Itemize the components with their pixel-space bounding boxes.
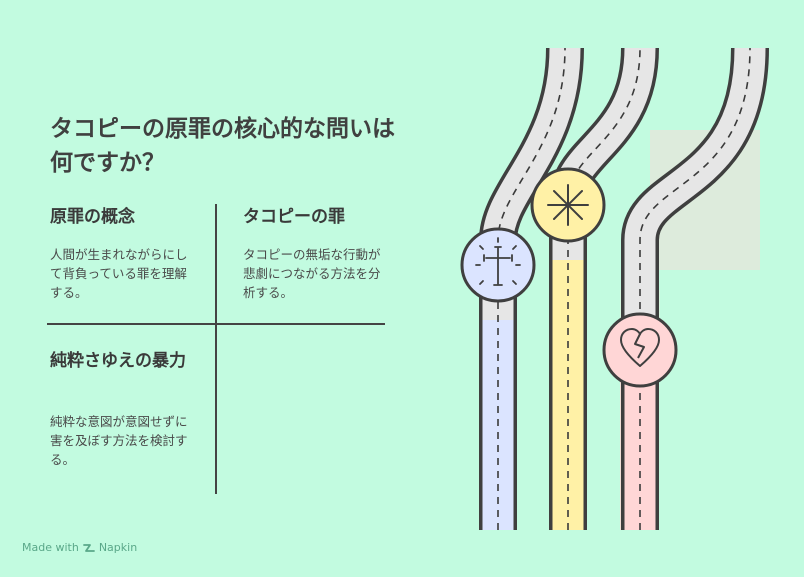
footer-brand[interactable]: Napkin: [98, 541, 138, 554]
section-body-original-sin: 人間が生まれながらにして背負っている罪を理解する。: [50, 247, 188, 300]
section-body-pure-violence: 純粋な意図が意図せずに害を及ぼす方法を検討する。: [50, 414, 188, 467]
vertical-divider: [215, 204, 217, 494]
section-heading-original-sin: 原罪の概念: [50, 207, 135, 227]
footer: Made with Napkin: [22, 541, 137, 554]
road-3: [621, 47, 769, 530]
napkin-logo-icon: [82, 543, 95, 552]
horizontal-divider: [47, 323, 385, 325]
section-heading-takopi-sin: タコピーの罪: [243, 207, 345, 227]
roads-diagram: [460, 47, 769, 530]
section-body-takopi-sin: タコピーの無垢な行動が悲劇につながる方法を分析する。: [243, 247, 381, 300]
starburst-icon: [530, 167, 606, 243]
footer-made-with: Made with: [22, 541, 79, 554]
cross-icon: [460, 227, 536, 303]
broken-heart-icon: [602, 312, 678, 388]
section-heading-pure-violence: 純粋さゆえの暴力: [50, 351, 186, 371]
page-title: タコピーの原罪の核心的な問いは何ですか？: [50, 116, 395, 176]
